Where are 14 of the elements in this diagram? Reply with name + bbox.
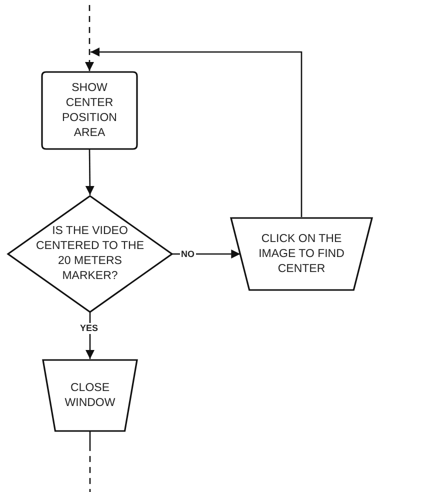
manual-operation-shape — [43, 360, 137, 431]
edge-label: YES — [79, 323, 100, 334]
process-box — [42, 72, 137, 149]
node-label: CLICK ON THE IMAGE TO FIND CENTER — [258, 232, 346, 276]
arrow — [85, 5, 94, 71]
decision-diamond — [8, 196, 172, 312]
arrow — [85, 149, 94, 195]
arrow — [90, 48, 302, 217]
node-label: CLOSE WINDOW — [64, 380, 116, 410]
arrow — [86, 312, 94, 359]
manual-operation-shape — [231, 218, 372, 290]
node-label: IS THE VIDEO CENTERED TO THE 20 METERS MARKER? — [35, 224, 145, 284]
node-label: SHOW CENTER POSITION AREA — [61, 80, 118, 140]
edge-label: NO — [180, 249, 196, 260]
